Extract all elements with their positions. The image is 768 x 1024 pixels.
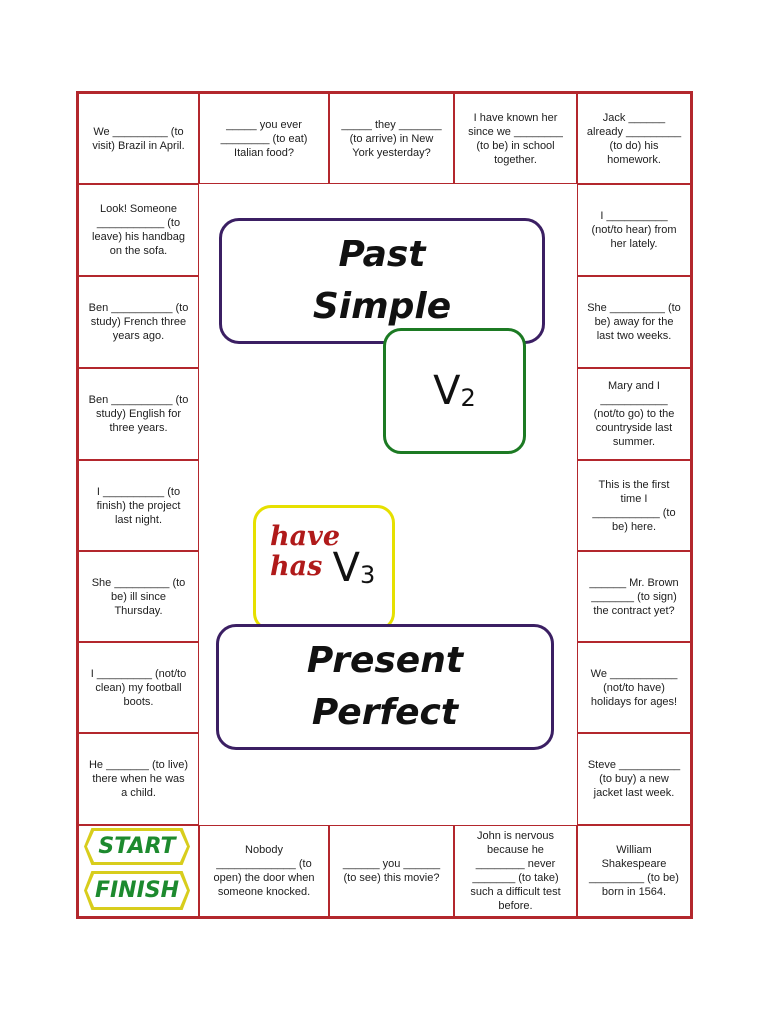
board-cell-top-2[interactable]: _____ you ever ________ (to eat) Italian…: [199, 93, 329, 184]
board-cell-top-4[interactable]: I have known her since we ________ (to b…: [454, 93, 577, 184]
board-cell-right-6[interactable]: We ___________ (not/to have) holidays fo…: [577, 642, 691, 733]
board-cell-bottom-2[interactable]: ______ you ______ (to see) this movie?: [329, 825, 454, 917]
present-perfect-title-box: Present Perfect: [216, 624, 554, 750]
start-finish-cell: [78, 825, 199, 917]
board-cell-top-3[interactable]: _____ they _______ (to arrive) in New Yo…: [329, 93, 454, 184]
board-cell-bottom-4[interactable]: William Shakespeare _________ (to be) bo…: [577, 825, 691, 917]
board-cell-bottom-3[interactable]: John is nervous because he ________ neve…: [454, 825, 577, 917]
board-cell-left-2[interactable]: Ben __________ (to study) French three y…: [78, 276, 199, 368]
board-cell-right-1[interactable]: I __________ (not/to hear) from her late…: [577, 184, 691, 276]
start-label: START: [98, 834, 176, 859]
board-cell-left-5[interactable]: She _________ (to be) ill since Thursday…: [78, 551, 199, 642]
board-cell-left-1[interactable]: Look! Someone ___________ (to leave) his…: [78, 184, 199, 276]
board-cell-top-5[interactable]: Jack ______ already _________ (to do) hi…: [577, 93, 691, 184]
board-cell-right-4[interactable]: This is the first time I ___________ (to…: [577, 460, 691, 551]
board-cell-bottom-1[interactable]: Nobody _____________ (to open) the door …: [199, 825, 329, 917]
board-cell-top-1[interactable]: We _________ (to visit) Brazil in April.: [78, 93, 199, 184]
board-cell-right-5[interactable]: ______ Mr. Brown _______ (to sign) the c…: [577, 551, 691, 642]
start-badge[interactable]: START: [84, 828, 190, 865]
board-cell-right-2[interactable]: She _________ (to be) away for the last …: [577, 276, 691, 368]
board-cell-left-4[interactable]: I __________ (to finish) the project las…: [78, 460, 199, 551]
past-simple-title: Past Simple: [312, 234, 452, 327]
game-board: We _________ (to visit) Brazil in April.…: [76, 91, 693, 919]
present-perfect-title: Present Perfect: [306, 640, 464, 733]
have-has-label: have has: [270, 521, 340, 582]
board-cell-right-7[interactable]: Steve __________ (to buy) a new jacket l…: [577, 733, 691, 825]
board-cell-right-3[interactable]: Mary and I ___________ (not/to go) to th…: [577, 368, 691, 460]
past-simple-verb: V2: [433, 368, 476, 414]
board-cell-left-3[interactable]: Ben __________ (to study) English for th…: [78, 368, 199, 460]
board-cell-left-7[interactable]: He _______ (to live) there when he was a…: [78, 733, 199, 825]
finish-label: FINISH: [94, 878, 180, 903]
board-cell-left-6[interactable]: I _________ (not/to clean) my football b…: [78, 642, 199, 733]
finish-badge[interactable]: FINISH: [84, 871, 190, 910]
past-simple-title-box: Past Simple: [219, 218, 545, 344]
present-perfect-verb: V3: [332, 545, 376, 591]
past-simple-verb-box: V2: [383, 328, 526, 454]
